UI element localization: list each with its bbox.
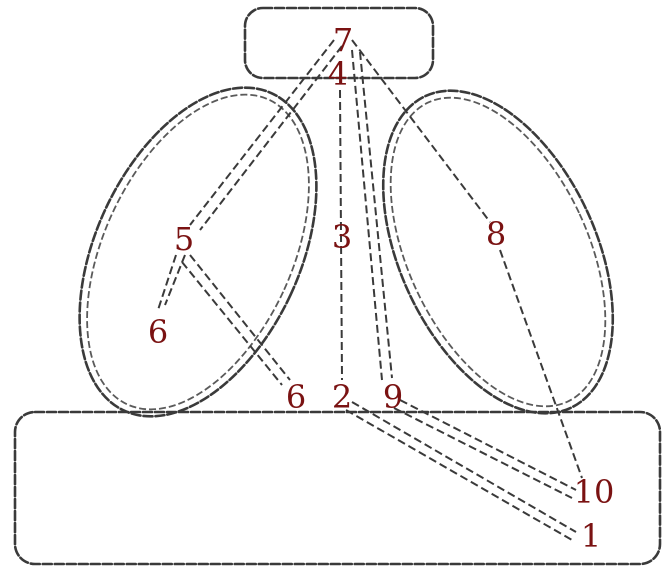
left-lobe bbox=[32, 50, 365, 453]
node-4-label: 4 bbox=[328, 55, 348, 93]
node-6-left-label: 6 bbox=[148, 313, 168, 351]
node-10-label: 10 bbox=[574, 473, 615, 511]
node-5-label: 5 bbox=[174, 220, 194, 258]
node-2-label: 2 bbox=[332, 378, 352, 416]
route-lines bbox=[158, 40, 582, 540]
node-8-label: 8 bbox=[486, 215, 506, 253]
node-9-label: 9 bbox=[383, 378, 403, 416]
base-block bbox=[15, 412, 660, 564]
node-1-label: 1 bbox=[581, 517, 601, 555]
node-3-label: 3 bbox=[332, 218, 352, 256]
node-6-center-label: 6 bbox=[286, 378, 306, 416]
node-7-label: 7 bbox=[333, 21, 353, 59]
